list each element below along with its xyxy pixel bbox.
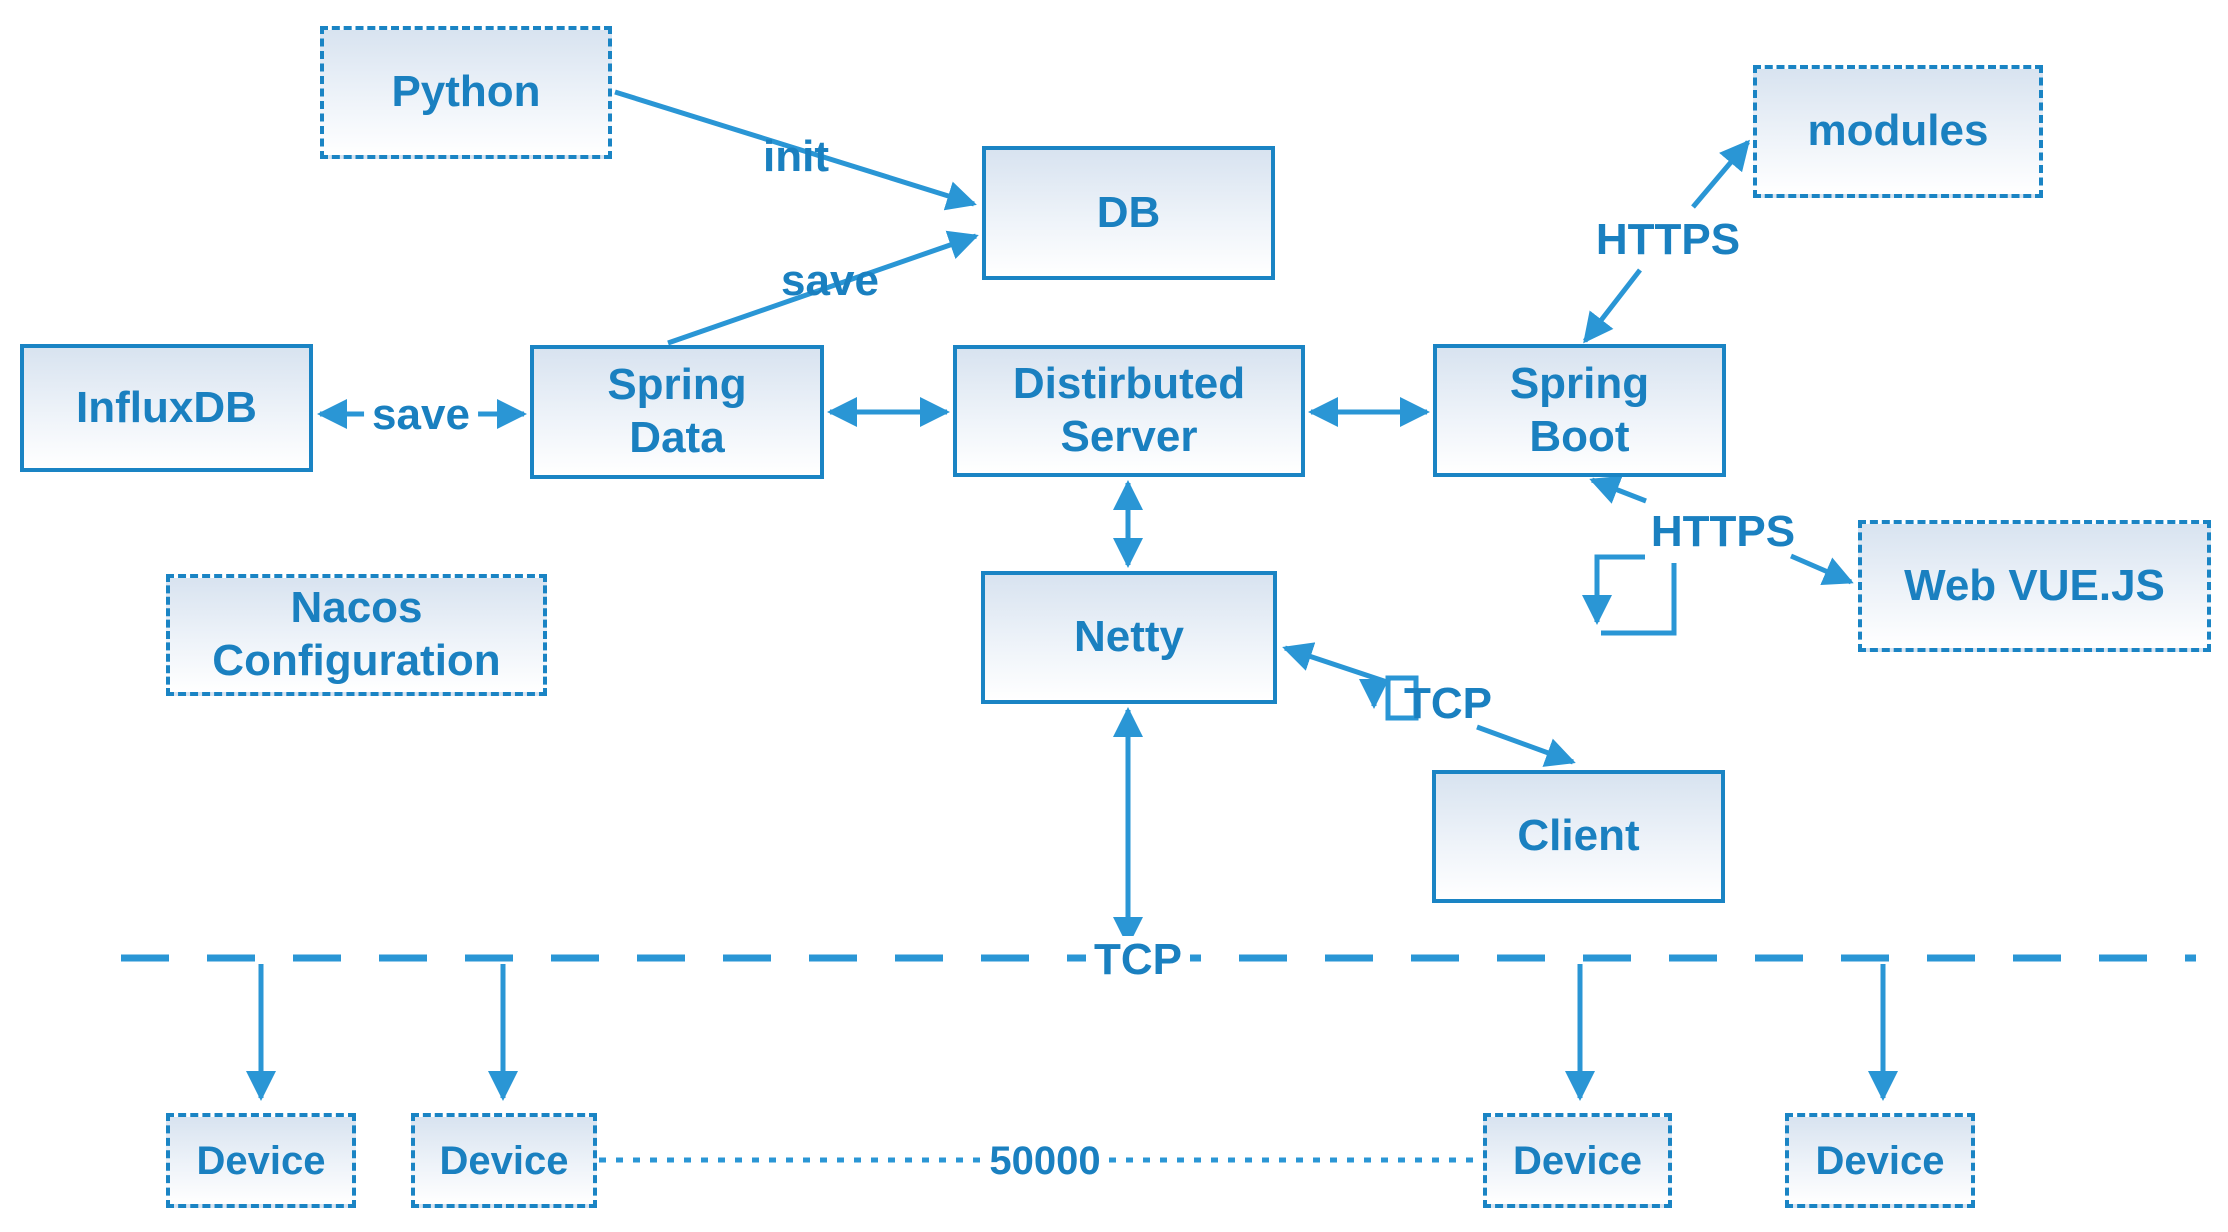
node-web-vuejs: Web VUE.JS: [1858, 520, 2211, 652]
edge-label-save-influx: save: [364, 391, 478, 439]
node-modules: modules: [1753, 65, 2043, 198]
node-device-1: Device: [166, 1113, 356, 1208]
node-distirbuted-server: Distirbuted Server: [953, 345, 1305, 477]
edge-label-init: init: [763, 132, 829, 181]
edge-label-port-50000: 50000: [981, 1139, 1109, 1183]
edge-label-tcp-client: TCP: [1404, 679, 1492, 728]
node-db: DB: [982, 146, 1275, 280]
edge-label-tcp-bus: TCP: [1086, 936, 1190, 984]
loop-arrow-icon: [1582, 554, 1645, 625]
edge-tcp-to-client: [1476, 724, 1576, 767]
node-spring-boot: Spring Boot: [1433, 344, 1726, 477]
edge-save-springdata-db: [667, 230, 979, 346]
edge-label-https-web: HTTPS: [1650, 507, 1796, 556]
edge-https-to-springboot-top: [1583, 268, 1642, 344]
node-influxdb: InfluxDB: [20, 344, 313, 472]
node-spring-data: Spring Data: [530, 345, 824, 479]
edge-init-python-db: [614, 89, 977, 211]
node-device-2: Device: [411, 1113, 597, 1208]
node-python: Python: [320, 26, 612, 159]
node-netty: Netty: [981, 571, 1277, 704]
node-client: Client: [1432, 770, 1725, 903]
loop-arrow-icon: [1601, 563, 1677, 636]
edge-https-to-springboot-bottom: [1589, 475, 1647, 504]
edge-https-to-modules: [1691, 139, 1750, 209]
edge-label-save-db: save: [781, 256, 879, 305]
edge-tcp-to-netty: [1282, 642, 1391, 686]
node-device-4: Device: [1785, 1113, 1975, 1208]
node-device-3: Device: [1483, 1113, 1672, 1208]
node-nacos-configuration: Nacos Configuration: [166, 574, 547, 696]
edge-label-https-modules: HTTPS: [1595, 215, 1741, 264]
edge-https-to-webvue: [1790, 553, 1854, 586]
